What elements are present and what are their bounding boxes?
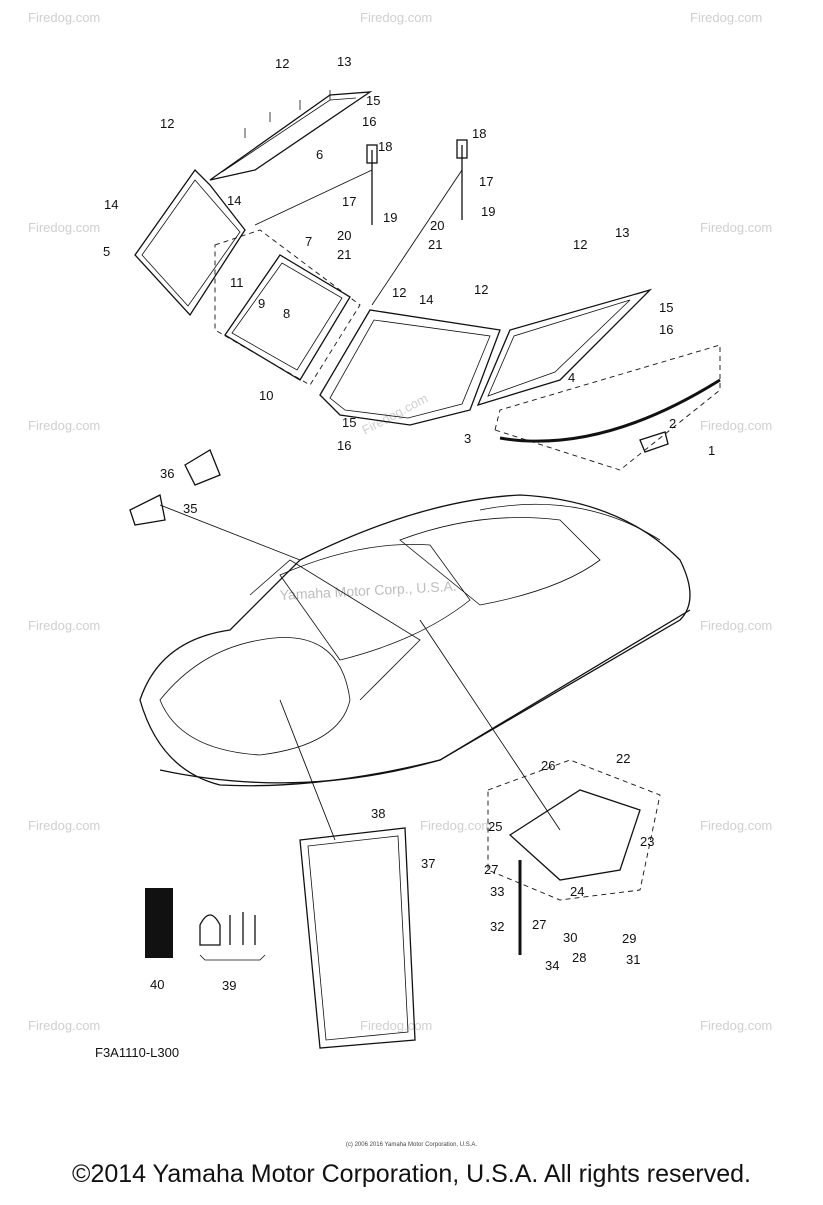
watermark: Firedog.com <box>700 1018 772 1033</box>
callout-39: 39 <box>222 978 236 993</box>
callout-14c: 14 <box>419 292 433 307</box>
callout-17b: 17 <box>479 174 493 189</box>
copyright-footer: ©2014 Yamaha Motor Corporation, U.S.A. A… <box>72 1160 751 1188</box>
watermark: Firedog.com <box>700 418 772 433</box>
callout-20b: 20 <box>430 218 444 233</box>
callout-12d: 12 <box>474 282 488 297</box>
callout-15a: 15 <box>366 93 380 108</box>
callout-15c: 15 <box>342 415 356 430</box>
callout-27a: 27 <box>484 862 498 877</box>
callout-21a: 21 <box>337 247 351 262</box>
callout-36: 36 <box>160 466 174 481</box>
callout-15b: 15 <box>659 300 673 315</box>
watermark: Firedog.com <box>359 390 430 437</box>
watermark-layer: Firedog.com Firedog.com Firedog.com Fire… <box>28 10 772 1033</box>
callout-26: 26 <box>541 758 555 773</box>
callout-16a: 16 <box>362 114 376 129</box>
callout-1: 1 <box>708 443 715 458</box>
callout-9: 9 <box>258 296 265 311</box>
callout-17a: 17 <box>342 194 356 209</box>
watermark: Firedog.com <box>28 818 100 833</box>
watermark: Firedog.com <box>700 220 772 235</box>
callout-18a: 18 <box>378 139 392 154</box>
callout-8: 8 <box>283 306 290 321</box>
callout-13b: 13 <box>615 225 629 240</box>
callout-19a: 19 <box>383 210 397 225</box>
watermark: Firedog.com <box>28 1018 100 1033</box>
fine-print: (c) 2006 2016 Yamaha Motor Corporation, … <box>345 1142 478 1148</box>
callout-4: 4 <box>568 370 575 385</box>
callout-24: 24 <box>570 884 584 899</box>
part-40-block <box>145 888 173 958</box>
callout-37: 37 <box>421 856 435 871</box>
callout-40: 40 <box>150 977 164 992</box>
windshield-parts <box>134 90 721 471</box>
diagram-code: F3A1110-L300 <box>95 1045 180 1060</box>
callout-30: 30 <box>563 930 577 945</box>
callout-2: 2 <box>669 416 676 431</box>
watermark: Firedog.com <box>28 618 100 633</box>
callout-6: 6 <box>316 147 323 162</box>
callout-14a: 14 <box>104 197 118 212</box>
watermark: Firedog.com <box>420 818 492 833</box>
callout-32: 32 <box>490 919 504 934</box>
callout-31: 31 <box>626 952 640 967</box>
callout-14b: 14 <box>227 193 241 208</box>
callout-28: 28 <box>572 950 586 965</box>
callout-3: 3 <box>464 431 471 446</box>
callout-35: 35 <box>183 501 197 516</box>
callout-20a: 20 <box>337 228 351 243</box>
callout-34: 34 <box>545 958 559 973</box>
watermark: Firedog.com <box>690 10 762 25</box>
callout-13a: 13 <box>337 54 351 69</box>
center-watermark: Yamaha Motor Corp., U.S.A. <box>279 578 457 603</box>
watermark: Firedog.com <box>360 10 432 25</box>
watermark: Firedog.com <box>360 1018 432 1033</box>
callout-25: 25 <box>488 819 502 834</box>
callout-27b: 27 <box>532 917 546 932</box>
callout-16b: 16 <box>659 322 673 337</box>
callout-22: 22 <box>616 751 630 766</box>
callout-18b: 18 <box>472 126 486 141</box>
watermark: Firedog.com <box>28 220 100 235</box>
callout-12e: 12 <box>573 237 587 252</box>
callout-23: 23 <box>640 834 654 849</box>
callout-12b: 12 <box>160 116 174 131</box>
boat-hull <box>139 494 691 787</box>
watermark: Firedog.com <box>700 818 772 833</box>
callout-7: 7 <box>305 234 312 249</box>
callout-12a: 12 <box>275 56 289 71</box>
lower-parts <box>129 449 661 1049</box>
callout-38: 38 <box>371 806 385 821</box>
callout-11: 11 <box>230 275 244 290</box>
callout-5: 5 <box>103 244 110 259</box>
watermark: Firedog.com <box>700 618 772 633</box>
callout-33: 33 <box>490 884 504 899</box>
callout-21b: 21 <box>428 237 442 252</box>
callout-12c: 12 <box>392 285 406 300</box>
callout-labels: 1 2 3 4 5 6 7 8 9 10 11 12 12 12 12 12 1… <box>103 54 715 993</box>
callout-19b: 19 <box>481 204 495 219</box>
callout-16c: 16 <box>337 438 351 453</box>
callout-29: 29 <box>622 931 636 946</box>
watermark: Firedog.com <box>28 418 100 433</box>
watermark: Firedog.com <box>28 10 100 25</box>
callout-10: 10 <box>259 388 273 403</box>
